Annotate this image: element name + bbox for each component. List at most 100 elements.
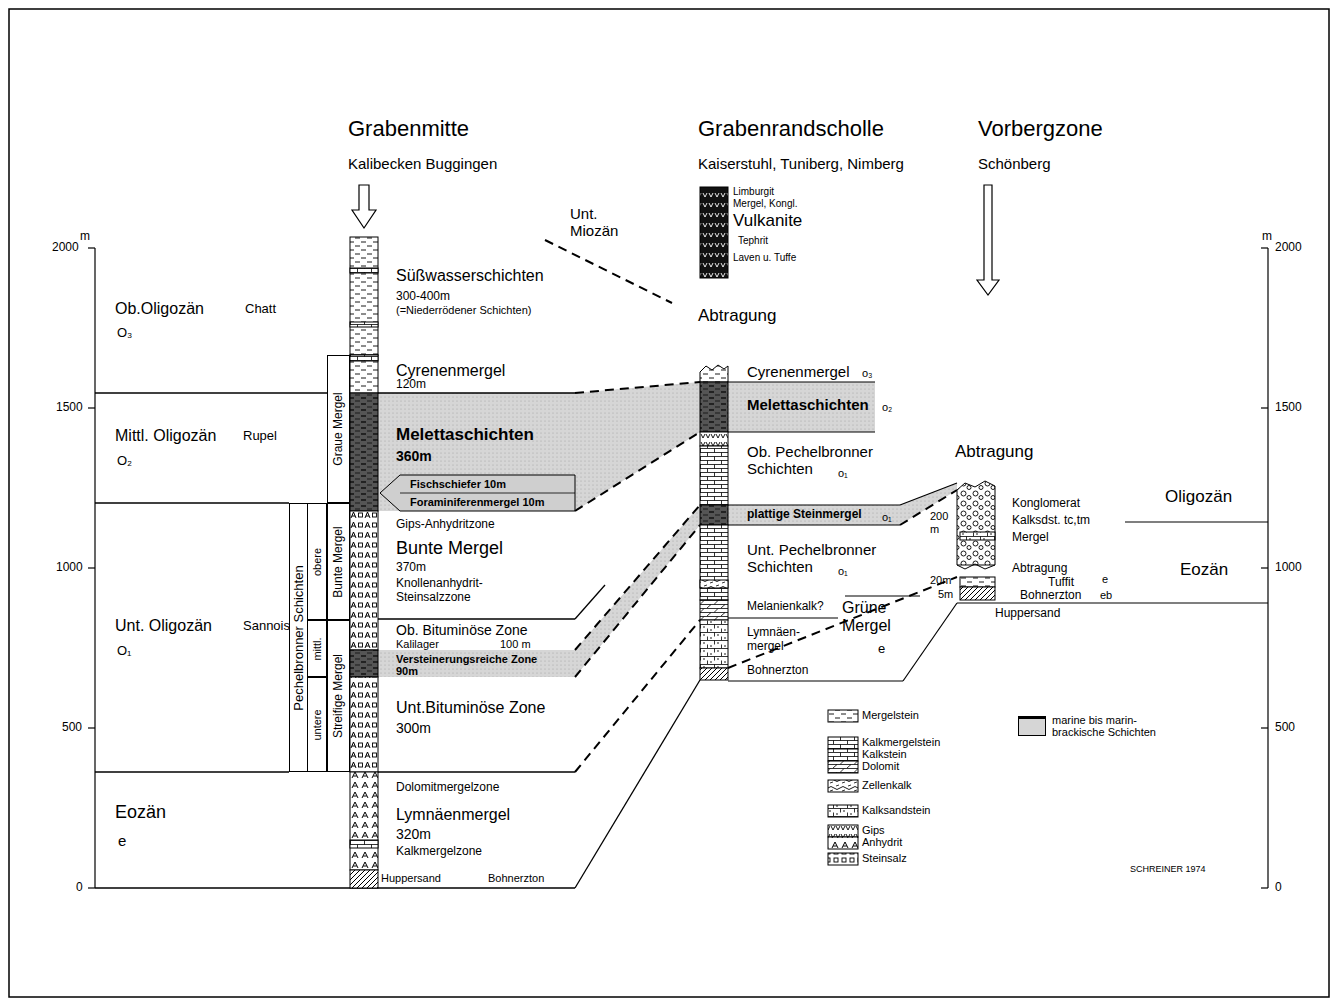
unit-name: Pechelbronner Schichten xyxy=(292,565,306,710)
legend-text: marine bis marin-brackische Schichten xyxy=(1052,714,1172,738)
stratigraphy-label: Unt. Pechelbronner Schichten xyxy=(747,541,887,576)
stratigraphy-label: m xyxy=(1262,230,1272,244)
stratigraphy-label: Kalkmergelzone xyxy=(396,845,482,859)
legend-text: Kalksandstein xyxy=(862,804,931,816)
stratigraphy-label: o₁ xyxy=(882,511,892,524)
stratigraphy-label: o₁ xyxy=(838,565,848,578)
stratigraphy-label: O₂ xyxy=(117,454,132,469)
stratigraphy-label: Lymnäen- mergel xyxy=(747,626,809,654)
stratigraphy-label: e xyxy=(118,832,126,849)
stratigraphy-label: 370m xyxy=(396,561,426,575)
stratigraphy-label: Melettaschichten xyxy=(747,396,869,413)
stratigraphy-label: o₃ xyxy=(862,367,873,380)
stratigraphy-label: e xyxy=(878,642,885,657)
stratigraphy-label: Rupel xyxy=(243,429,277,444)
stratigraphy-label: Schönberg xyxy=(978,155,1051,172)
stratigraphy-label: Abtragung xyxy=(698,306,776,326)
stratigraphy-label: Mittl. Oligozän xyxy=(115,427,216,445)
stratigraphy-label: Mergel xyxy=(1012,531,1049,545)
unit-name: mittl. xyxy=(311,637,323,660)
stratigraphy-label: 120m xyxy=(396,378,426,392)
stratigraphy-label: Kaiserstuhl, Tuniberg, Nimberg xyxy=(698,155,904,172)
stratigraphy-label: Chatt xyxy=(245,302,276,317)
legend-text: Dolomit xyxy=(862,760,899,772)
stratigraphy-label: Kalibecken Buggingen xyxy=(348,155,497,172)
stratigraphy-label: Ob. Bituminöse Zone xyxy=(396,622,528,638)
legend-text: Steinsalz xyxy=(862,852,907,864)
unit-bracket-box: Bunte Mergel xyxy=(327,503,350,620)
stratigraphy-label: 1500 xyxy=(56,401,83,415)
stratigraphy-label: Eozän xyxy=(1180,560,1228,580)
stratigraphy-label: Kalilager xyxy=(396,638,439,651)
stratigraphy-label: 1000 xyxy=(56,561,83,575)
stratigraphy-label: eb xyxy=(1100,589,1112,602)
legend-swatch xyxy=(1018,716,1046,736)
stratigraphy-label: 1500 xyxy=(1275,401,1302,415)
stratigraphy-label: o₁ xyxy=(838,467,848,480)
stratigraphy-label: Gips-Anhydritzone xyxy=(396,518,495,532)
stratigraphy-label: O₃ xyxy=(117,326,132,341)
unit-bracket-box: Pechelbronner Schichten obere mittl. untere xyxy=(289,503,327,772)
stratigraphy-label: e xyxy=(1102,573,1108,586)
legend-text: Mergelstein xyxy=(862,709,919,721)
stratigraphy-label: 2000 xyxy=(52,241,79,255)
stratigraphy-label: Vulkanite xyxy=(733,211,802,231)
stratigraphy-label: Foraminiferenmergel 10m xyxy=(410,496,545,509)
stratigraphy-label: Melettaschichten xyxy=(396,425,534,445)
unit-bracket-box: untere xyxy=(307,677,327,772)
unit-name: untere xyxy=(311,709,323,740)
stratigraphy-label: Abtragung xyxy=(1012,562,1067,576)
stratigraphy-label: Dolomitmergelzone xyxy=(396,781,499,795)
unit-bracket-box: Streifige Mergel xyxy=(327,620,350,772)
stratigraphy-label: Bohnerzton xyxy=(747,664,808,678)
stratigraphy-label: 2000 xyxy=(1275,241,1302,255)
stratigraphy-label: 360m xyxy=(396,448,432,464)
stratigraphy-label: SCHREINER 1974 xyxy=(1130,864,1206,874)
stratigraphy-label: o₂ xyxy=(882,401,892,414)
stratigraphy-label: Tuffit xyxy=(1048,576,1074,590)
stratigraphy-label: 1000 xyxy=(1275,561,1302,575)
legend-text: Kalkstein xyxy=(862,748,907,760)
stratigraphy-label: Huppersand xyxy=(381,872,441,885)
stratigraphy-label: Limburgit xyxy=(733,186,774,198)
stratigraphy-label: 300m xyxy=(396,720,431,736)
stratigraphy-label: Ob. Pechelbronner Schichten xyxy=(747,443,887,478)
unit-name: Streifige Mergel xyxy=(332,654,345,738)
stratigraphy-label: 300-400m xyxy=(396,290,450,304)
stratigraphy-label: Knollenanhydrit- Steinsalzzone xyxy=(396,577,506,605)
stratigraphy-label: Cyrenenmergel xyxy=(747,363,850,380)
stratigraphy-label: 90m xyxy=(396,665,418,678)
stratigraphy-label: Eozän xyxy=(115,802,166,823)
stratigraphy-label: Huppersand xyxy=(995,607,1060,621)
stratigraphy-label: Mergel, Kongl. xyxy=(733,198,797,210)
stratigraphy-label: Grüne Mergel xyxy=(842,599,904,636)
stratigraphy-label: Unt. Miozän xyxy=(570,205,632,240)
stratigraphy-label: O₁ xyxy=(117,644,132,659)
stratigraphy-label: 200 m xyxy=(930,510,956,535)
stratigraphy-label: Laven u. Tuffe xyxy=(733,252,796,264)
stratigraphy-label: Konglomerat xyxy=(1012,497,1080,511)
legend-text: Anhydrit xyxy=(862,836,902,848)
stratigraphy-label: 0 xyxy=(76,881,83,895)
stratigraphy-label: Abtragung xyxy=(955,442,1033,462)
stratigraphy-label: Bunte Mergel xyxy=(396,538,503,559)
unit-name: Bunte Mergel xyxy=(332,526,345,597)
unit-name: obere xyxy=(311,547,323,575)
stratigraphy-label: Unt. Oligozän xyxy=(115,617,212,635)
legend-text: Kalkmergelstein xyxy=(862,736,940,748)
stratigraphy-label: 320m xyxy=(396,826,431,842)
stratigraphy-label: m xyxy=(80,230,90,244)
unit-bracket-box: obere xyxy=(307,503,327,620)
legend-text: Gips xyxy=(862,824,885,836)
stratigraphy-label: Bohnerzton xyxy=(1020,589,1081,603)
unit-bracket-box: Graue Mergel xyxy=(327,355,350,503)
stratigraphy-label: Süßwasserschichten xyxy=(396,267,544,285)
stratigraphy-label: Sannois xyxy=(243,619,290,634)
stratigraphy-label: Lymnäenmergel xyxy=(396,806,510,824)
stratigraphy-label: 0 xyxy=(1275,881,1282,895)
stratigraphy-label: 20m xyxy=(930,574,951,587)
stratigraphy-label: Vorbergzone xyxy=(978,116,1103,141)
stratigraphy-label: 100 m xyxy=(500,638,531,651)
